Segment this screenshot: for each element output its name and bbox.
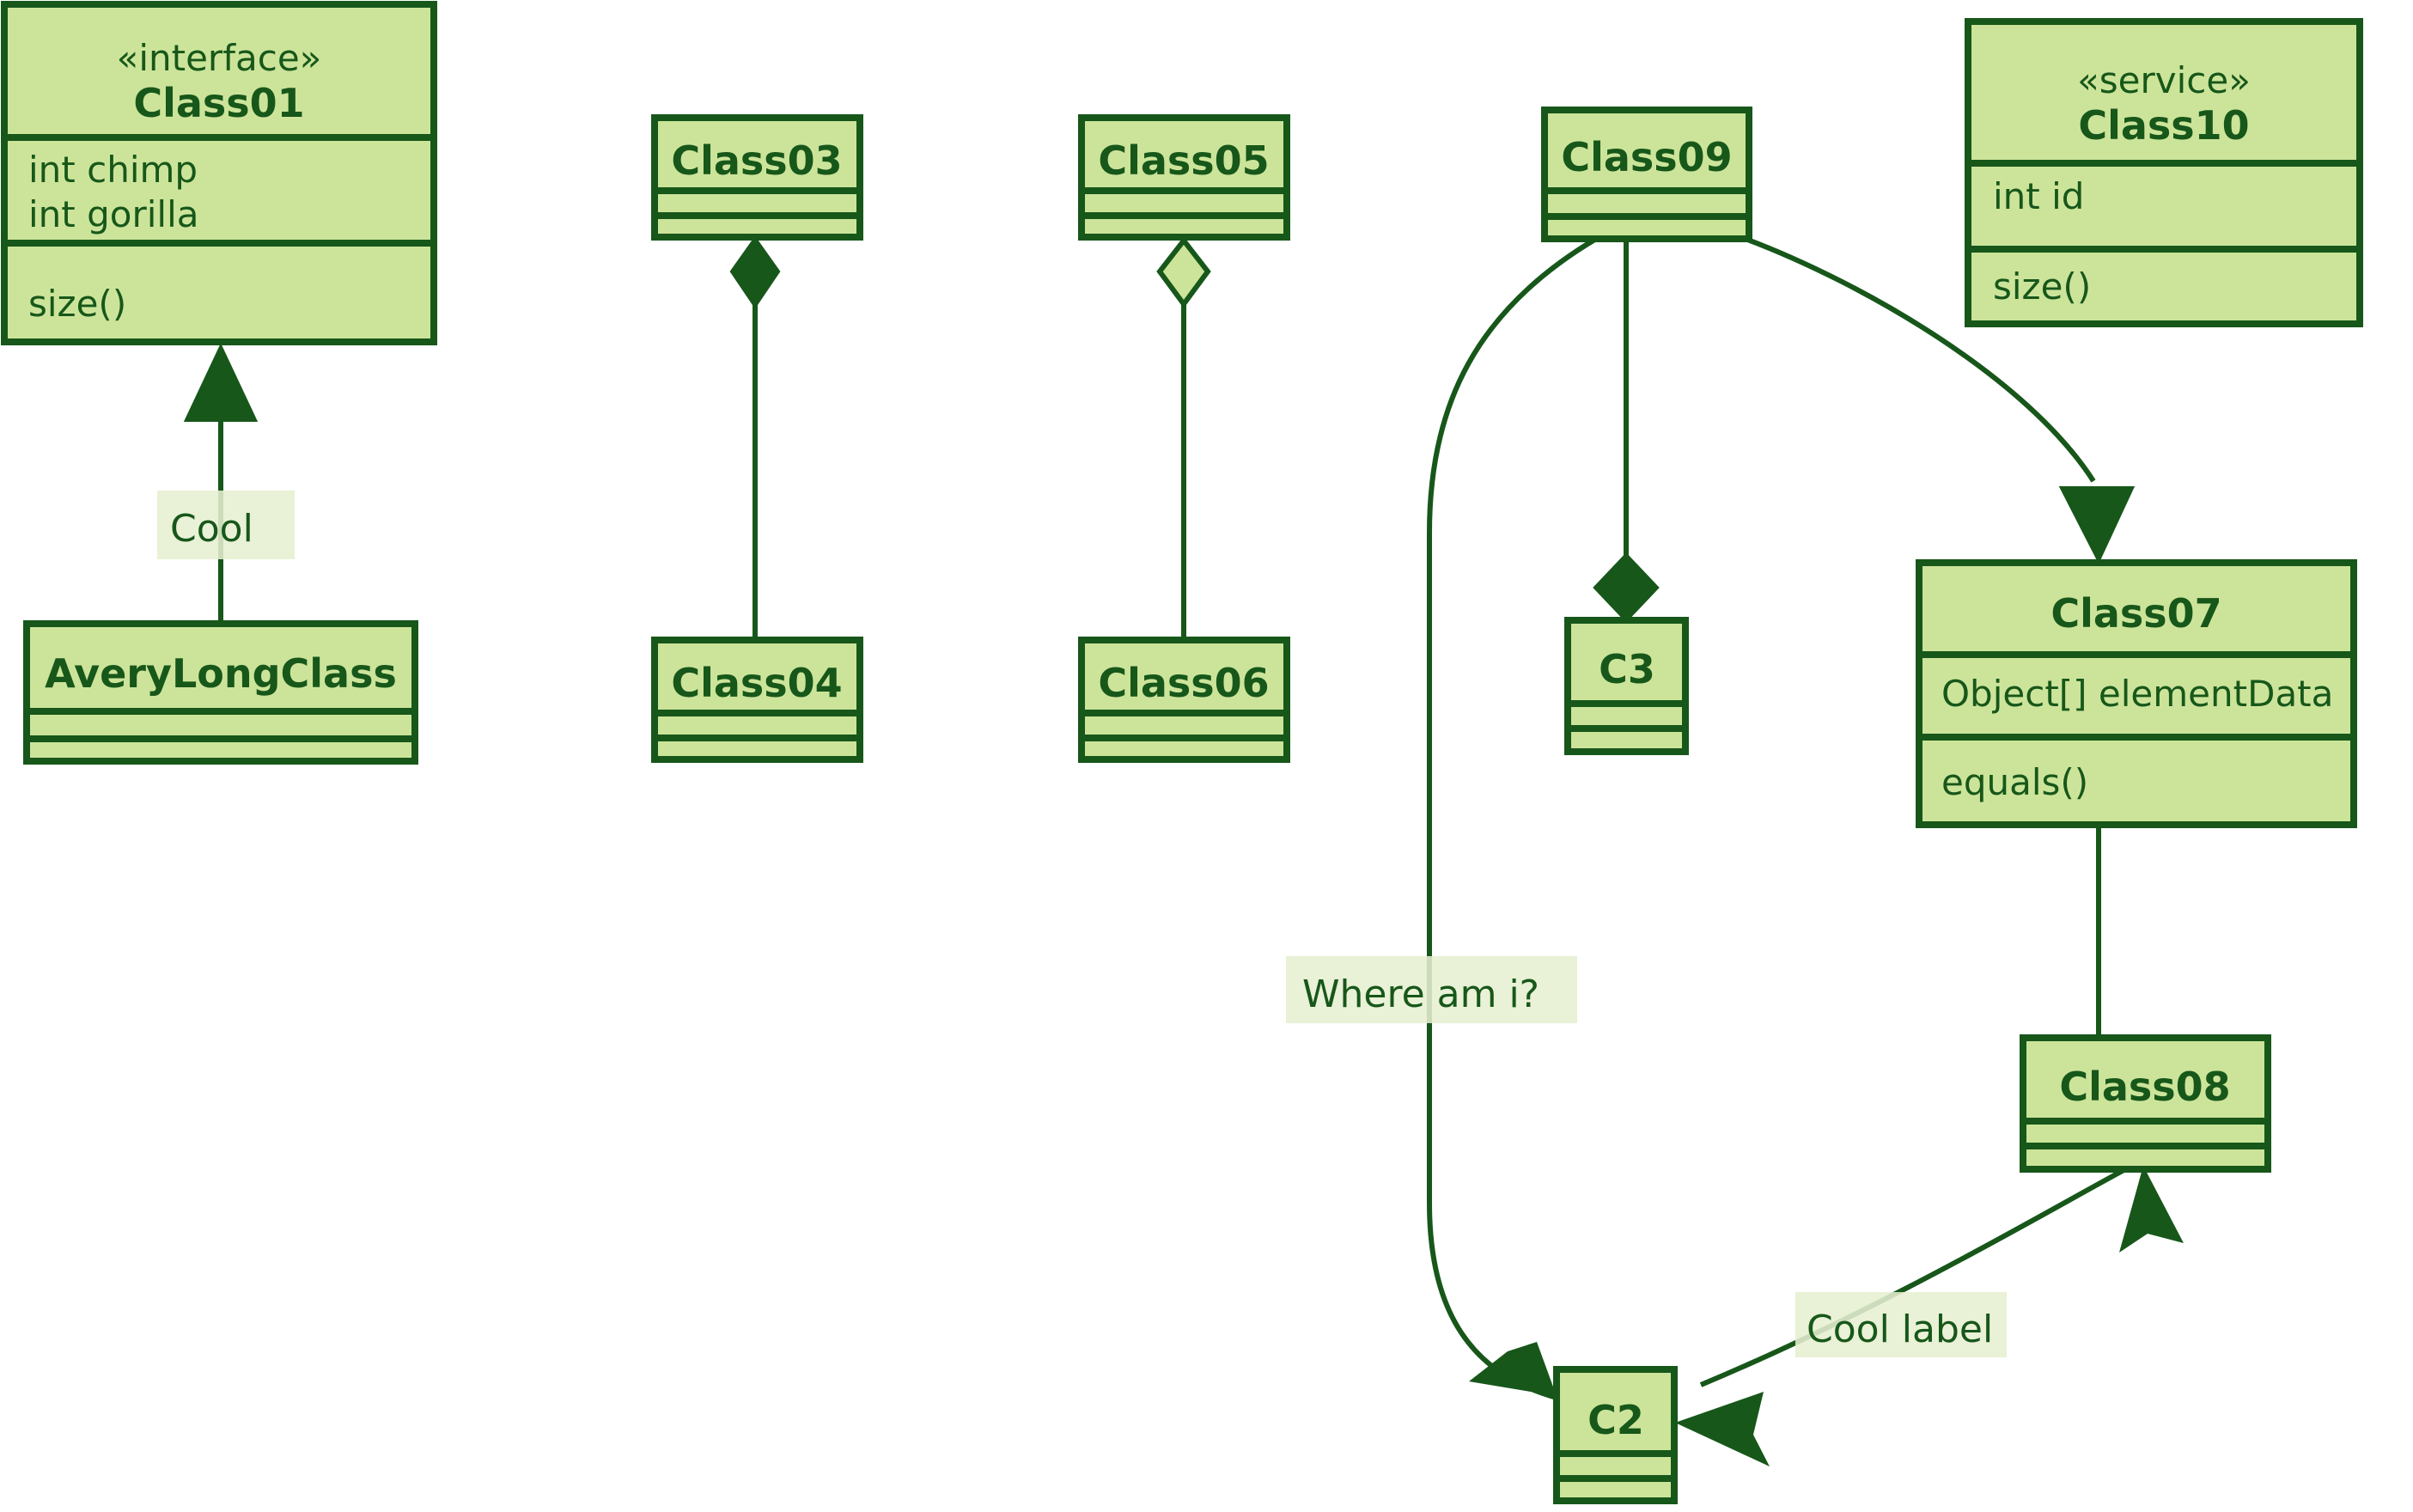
class-box-class08[interactable]: Class08 <box>2020 1034 2271 1173</box>
class-name: C3 <box>1599 646 1655 692</box>
class-box-outline <box>23 620 418 765</box>
class-box-c3[interactable]: C3 <box>1564 617 1689 755</box>
edge-label-text: Where am i? <box>1302 972 1539 1016</box>
open-arrow-icon <box>1675 1392 1770 1466</box>
class-box-class06[interactable]: Class06 <box>1078 637 1290 763</box>
class-box-outline <box>1916 559 2357 828</box>
edge-curve <box>1699 1164 2132 1387</box>
class-box-body <box>1968 21 2360 324</box>
edge-label-text: Cool label <box>1807 1308 1993 1351</box>
class-name: Class03 <box>671 137 842 184</box>
class-box-class10[interactable]: «service» Class10 int id size() <box>1965 18 2363 327</box>
class-box-class07[interactable]: Class07 Object[] elementData equals() <box>1916 559 2357 828</box>
edge-curve <box>1427 236 1598 1400</box>
class-box-outline <box>1965 18 2363 327</box>
open-arrow-icon <box>1469 1342 1557 1396</box>
class-attribute: int chimp <box>28 149 198 191</box>
class-box-c2[interactable]: C2 <box>1553 1366 1678 1504</box>
edge-label-where-am-i: Where am i? <box>1286 956 1577 1023</box>
class-box-class04[interactable]: Class04 <box>651 637 863 763</box>
class-attribute: Object[] elementData <box>1941 673 2333 715</box>
relationship-class03-class04[interactable] <box>729 235 781 640</box>
class-box-class03[interactable]: Class03 <box>651 114 863 241</box>
relationship-class09-c3[interactable] <box>1593 239 1660 623</box>
class-name: AveryLongClass <box>45 650 397 697</box>
edge-label-text: Cool <box>170 507 253 551</box>
class-name: Class05 <box>1098 137 1269 184</box>
class-box-body <box>1919 563 2354 825</box>
class-box-body <box>4 4 434 342</box>
class-method: size() <box>1993 265 2091 308</box>
class-box-outline <box>1078 637 1290 763</box>
filled-diamond-icon <box>1593 552 1660 623</box>
class-box-class05[interactable]: Class05 <box>1078 114 1290 241</box>
open-arrow-icon <box>2119 1166 2184 1253</box>
edge-label-background <box>1286 956 1577 1023</box>
relationship-class09-c2[interactable] <box>1427 236 1598 1400</box>
relationship-class05-class06[interactable] <box>1156 236 1211 640</box>
class-method: size() <box>28 283 126 325</box>
class-box-outline <box>1078 114 1290 241</box>
class-stereotype: «interface» <box>117 37 322 79</box>
edge-label-background <box>157 491 295 559</box>
class-stereotype: «service» <box>2077 59 2251 101</box>
class-box-outline <box>2020 1034 2271 1173</box>
class-box-outline <box>1 1 437 345</box>
class-name: Class09 <box>1561 134 1732 180</box>
class-name: Class10 <box>2078 102 2249 149</box>
solid-triangle-icon <box>2058 486 2136 564</box>
relationship-class09-class07[interactable] <box>1744 236 2136 564</box>
class-box-outline <box>651 637 863 763</box>
class-box-class09[interactable]: Class09 <box>1541 107 1752 242</box>
class-box-averylongclass[interactable]: AveryLongClass <box>23 620 418 765</box>
class-box-outline <box>651 114 863 241</box>
edge-label-cool-label: Cool label <box>1795 1292 2007 1357</box>
edge-label-cool: Cool <box>157 491 295 559</box>
class-box-class01[interactable]: «interface» Class01 int chimp int gorill… <box>1 1 437 345</box>
class-method: equals() <box>1941 761 2088 803</box>
filled-diamond-icon <box>729 235 781 309</box>
class-name: Class07 <box>2050 590 2221 637</box>
edge-curve <box>1744 236 2096 483</box>
solid-triangle-icon <box>183 343 259 422</box>
class-box-outline <box>1541 107 1752 242</box>
edge-label-background <box>1795 1292 2007 1357</box>
class-box-outline <box>1553 1366 1678 1504</box>
class-box-outline <box>1564 617 1689 755</box>
relationship-avery-class01[interactable] <box>183 343 259 624</box>
class-attribute: int id <box>1993 175 2084 217</box>
class-name: C2 <box>1587 1397 1644 1443</box>
class-name: Class04 <box>671 660 842 706</box>
relationship-class08-c2[interactable] <box>1699 1164 2132 1387</box>
class-name: Class01 <box>133 80 304 126</box>
class-name: Class08 <box>2059 1064 2230 1110</box>
hollow-diamond-icon <box>1156 236 1211 309</box>
class-attribute: int gorilla <box>28 193 198 235</box>
class-name: Class06 <box>1098 660 1269 706</box>
